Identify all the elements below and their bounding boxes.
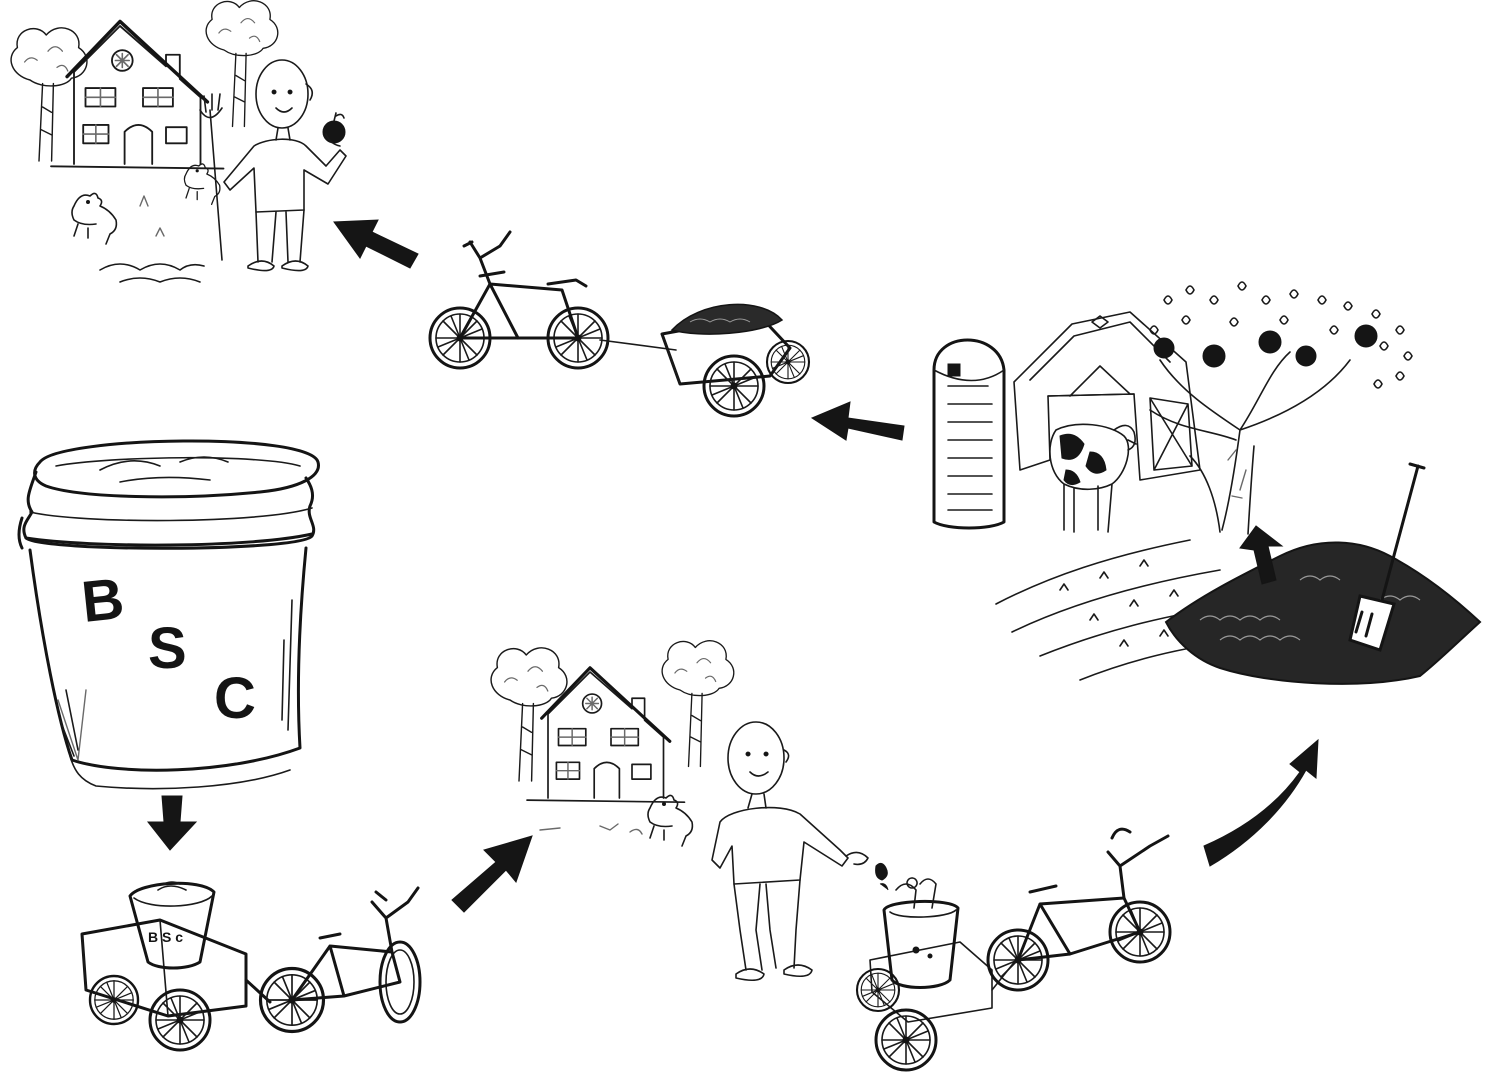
compost-bucket: B S C <box>19 441 318 789</box>
small-bucket-label: B S c <box>148 929 183 945</box>
person-dropping-scraps <box>712 722 888 980</box>
bucket-letter-b: B <box>79 566 127 635</box>
person-holding-apple <box>224 60 346 271</box>
bike-pickup: B S c <box>82 882 420 1050</box>
bike-delivery <box>430 232 809 416</box>
bucket-letter-s: S <box>148 616 187 681</box>
apple-tree-icon <box>1150 282 1412 534</box>
household-drop-off <box>491 641 1170 1070</box>
bike-collection <box>857 829 1170 1070</box>
arrow-from-farm-icon <box>812 402 904 440</box>
bucket-letter-c: C <box>214 666 256 731</box>
farm-compost-pile <box>934 282 1480 684</box>
arrow-to-farm-icon <box>1204 740 1318 866</box>
arrow-to-household-icon <box>452 836 532 912</box>
household-garden <box>11 1 346 282</box>
cow-icon <box>1050 424 1136 532</box>
down-arrow-icon <box>148 796 196 850</box>
arrow-to-garden-icon <box>334 220 418 268</box>
